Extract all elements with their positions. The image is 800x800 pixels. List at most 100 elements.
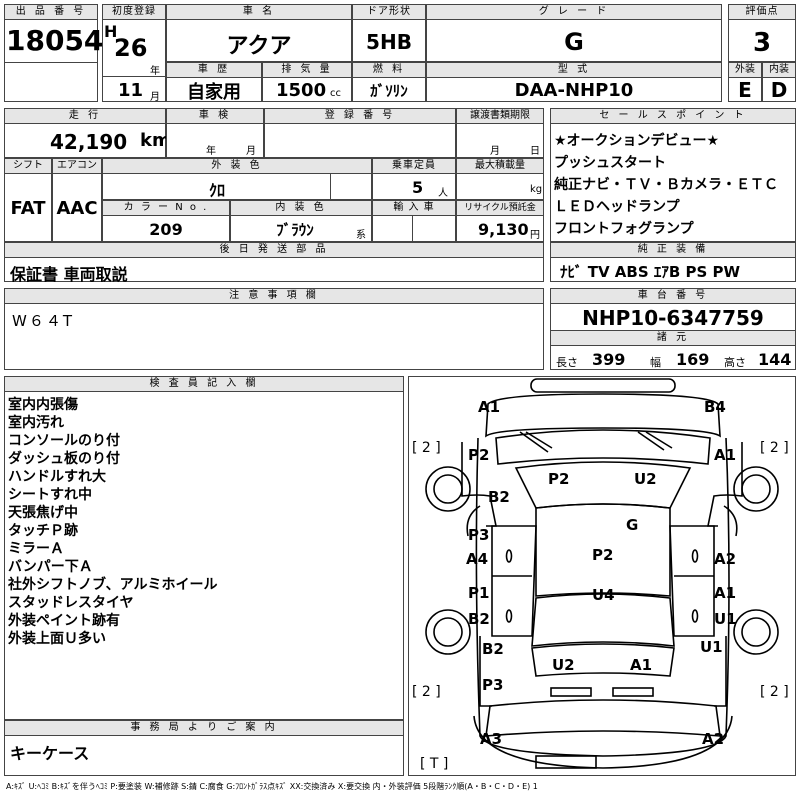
height: 144 [758,350,792,369]
model: DAA-NHP10 [514,80,634,101]
capacity-label: 乗車定員 [372,158,456,174]
sales-label: セ ー ル ス ポ イ ン ト [550,108,796,124]
notes-label: 注 意 事 項 欄 [4,288,544,304]
load-label: 最大積載量 [456,158,544,174]
car-name: アクア [226,34,292,59]
inspector-line: 外装ペイント跡有 [8,613,120,629]
mark-rear-center: U4 [592,586,615,604]
sales-point-1: ★オークションデビュー★ [554,133,720,149]
diagram-box [408,376,796,776]
fuel-label: 燃 料 [352,62,426,78]
mileage-label: 走 行 [4,108,166,124]
lot-divider [4,62,98,63]
first-reg-label: 初度登録 [102,4,166,20]
interior-color: ﾌﾞﾗｳﾝ [276,221,314,239]
int-grade: D [770,78,788,102]
fuel: ｶﾞｿﾘﾝ [370,82,408,100]
mark-left-rear: P3 [482,676,504,694]
transfer-label: 譲渡書類期限 [456,108,544,124]
displacement-label: 排 気 量 [262,62,352,78]
era: H [104,22,118,41]
spec-label: 諸 元 [550,330,796,346]
mark-left-rear-door-2: B2 [468,610,490,628]
int-color-label: 内 装 色 [230,200,372,216]
int-label: 内装 [762,62,796,78]
ac-label: エアコン [52,158,102,174]
shift: FAT [10,198,46,219]
sales-point-2: プッシュスタート [554,155,666,171]
chassis-label: 車 台 番 号 [550,288,796,304]
inspector-line: 社外シフトノブ、アルミホイール [8,577,218,593]
transfer-day-unit: 日 [530,146,540,157]
mark-rear-right: A2 [702,730,725,748]
color-label: 外 装 色 [102,158,372,174]
mark-trunk-right: A1 [630,656,653,674]
notes-text: W６４T [12,312,74,330]
lot-label: 出 品 番 号 [4,4,98,20]
mark-right-rear-door: A1 [714,584,737,602]
inspector-line: ダッシュ板のり付 [8,451,120,467]
sales-point-4: ＬＥＤヘッドランプ [554,199,680,215]
length-label: 長さ [556,356,578,369]
inspector-line: タッチＰ跡 [8,523,78,539]
equip-label: 純 正 装 備 [550,242,796,258]
mark-front-left: A1 [478,398,501,416]
mark-left-front-door: P3 [468,526,490,544]
ext-label: 外装 [728,62,762,78]
door-label: ドア形状 [352,4,426,20]
mark-left-front-door-2: A4 [466,550,489,568]
km-unit: km [140,130,171,151]
first-reg-divider [102,76,166,77]
month-unit: 月 [150,92,160,103]
reg-no-label: 登 録 番 号 [264,108,456,124]
length: 399 [592,350,626,369]
equipment: ﾅﾋﾞ TV ABS ｴｱB PS PW [560,263,741,281]
displacement: 1500 [276,80,327,101]
tyre-rear-right: [ 2 ] [760,684,789,700]
car-diagram [425,378,779,769]
mark-left-rear-door: P1 [468,584,490,602]
ext-grade: E [738,78,752,102]
tyre-rear-left: [ 2 ] [412,684,441,700]
inspector-line: シートすれ中 [8,487,92,503]
history-label: 車 歴 [166,62,262,78]
grade-label: グ レ ー ド [426,4,722,20]
import-divider [412,216,413,242]
exterior-color: ｸﾛ [208,181,225,200]
inspector-line: ミラーＡ [8,541,64,557]
mark-roof-left: P2 [548,470,570,488]
mark-roof-right: U2 [634,470,657,488]
tyre-spare: [ T ] [420,756,449,772]
mark-glass: G [626,516,639,534]
mark-right-fender: A1 [714,446,737,464]
inspector-line: 室内汚れ [8,415,64,431]
history: 自家用 [187,82,241,103]
mark-left-fender-2: B2 [488,488,510,506]
mark-rear-left: A3 [480,730,503,748]
capacity-unit: 人 [438,188,448,199]
inspector-line: 天張焦げ中 [8,505,78,521]
inspector-line: 室内内張傷 [8,397,78,413]
inspector-line: コンソールのり付 [8,433,120,449]
legend-text: A:ｷｽﾞ U:ﾍｺﾐ B:ｷｽﾞを伴うﾍｺﾐ P:要塗装 W:補修跡 S:錆 … [6,782,538,791]
sales-point-5: フロントフォグランプ [554,221,694,237]
mark-right-rear-door-2: U1 [714,610,737,628]
mark-right-quarter: U1 [700,638,723,656]
capacity: 5 [412,178,424,197]
chassis-number: NHP10-6347759 [582,306,764,330]
year-unit: 年 [150,66,160,77]
recycle-fee: 9,130 [478,220,529,239]
color-no-label: カ ラ ー N o . [102,200,230,216]
score-label: 評価点 [728,4,796,20]
mark-front-right: B4 [704,398,726,416]
width-label: 幅 [650,356,661,369]
tyre-front-left: [ 2 ] [412,440,441,456]
first-reg-box [102,4,166,102]
office-text: キーケース [10,744,90,763]
mark-left-quarter: B2 [482,640,504,658]
shift-label: シフト [4,158,52,174]
inspector-line: 外装上面Ｕ多い [8,631,106,647]
inspector-line: ハンドルすれ大 [8,469,106,485]
int-color-suffix: 系 [356,230,366,241]
inspector-line: バンパー下Ａ [8,559,93,575]
